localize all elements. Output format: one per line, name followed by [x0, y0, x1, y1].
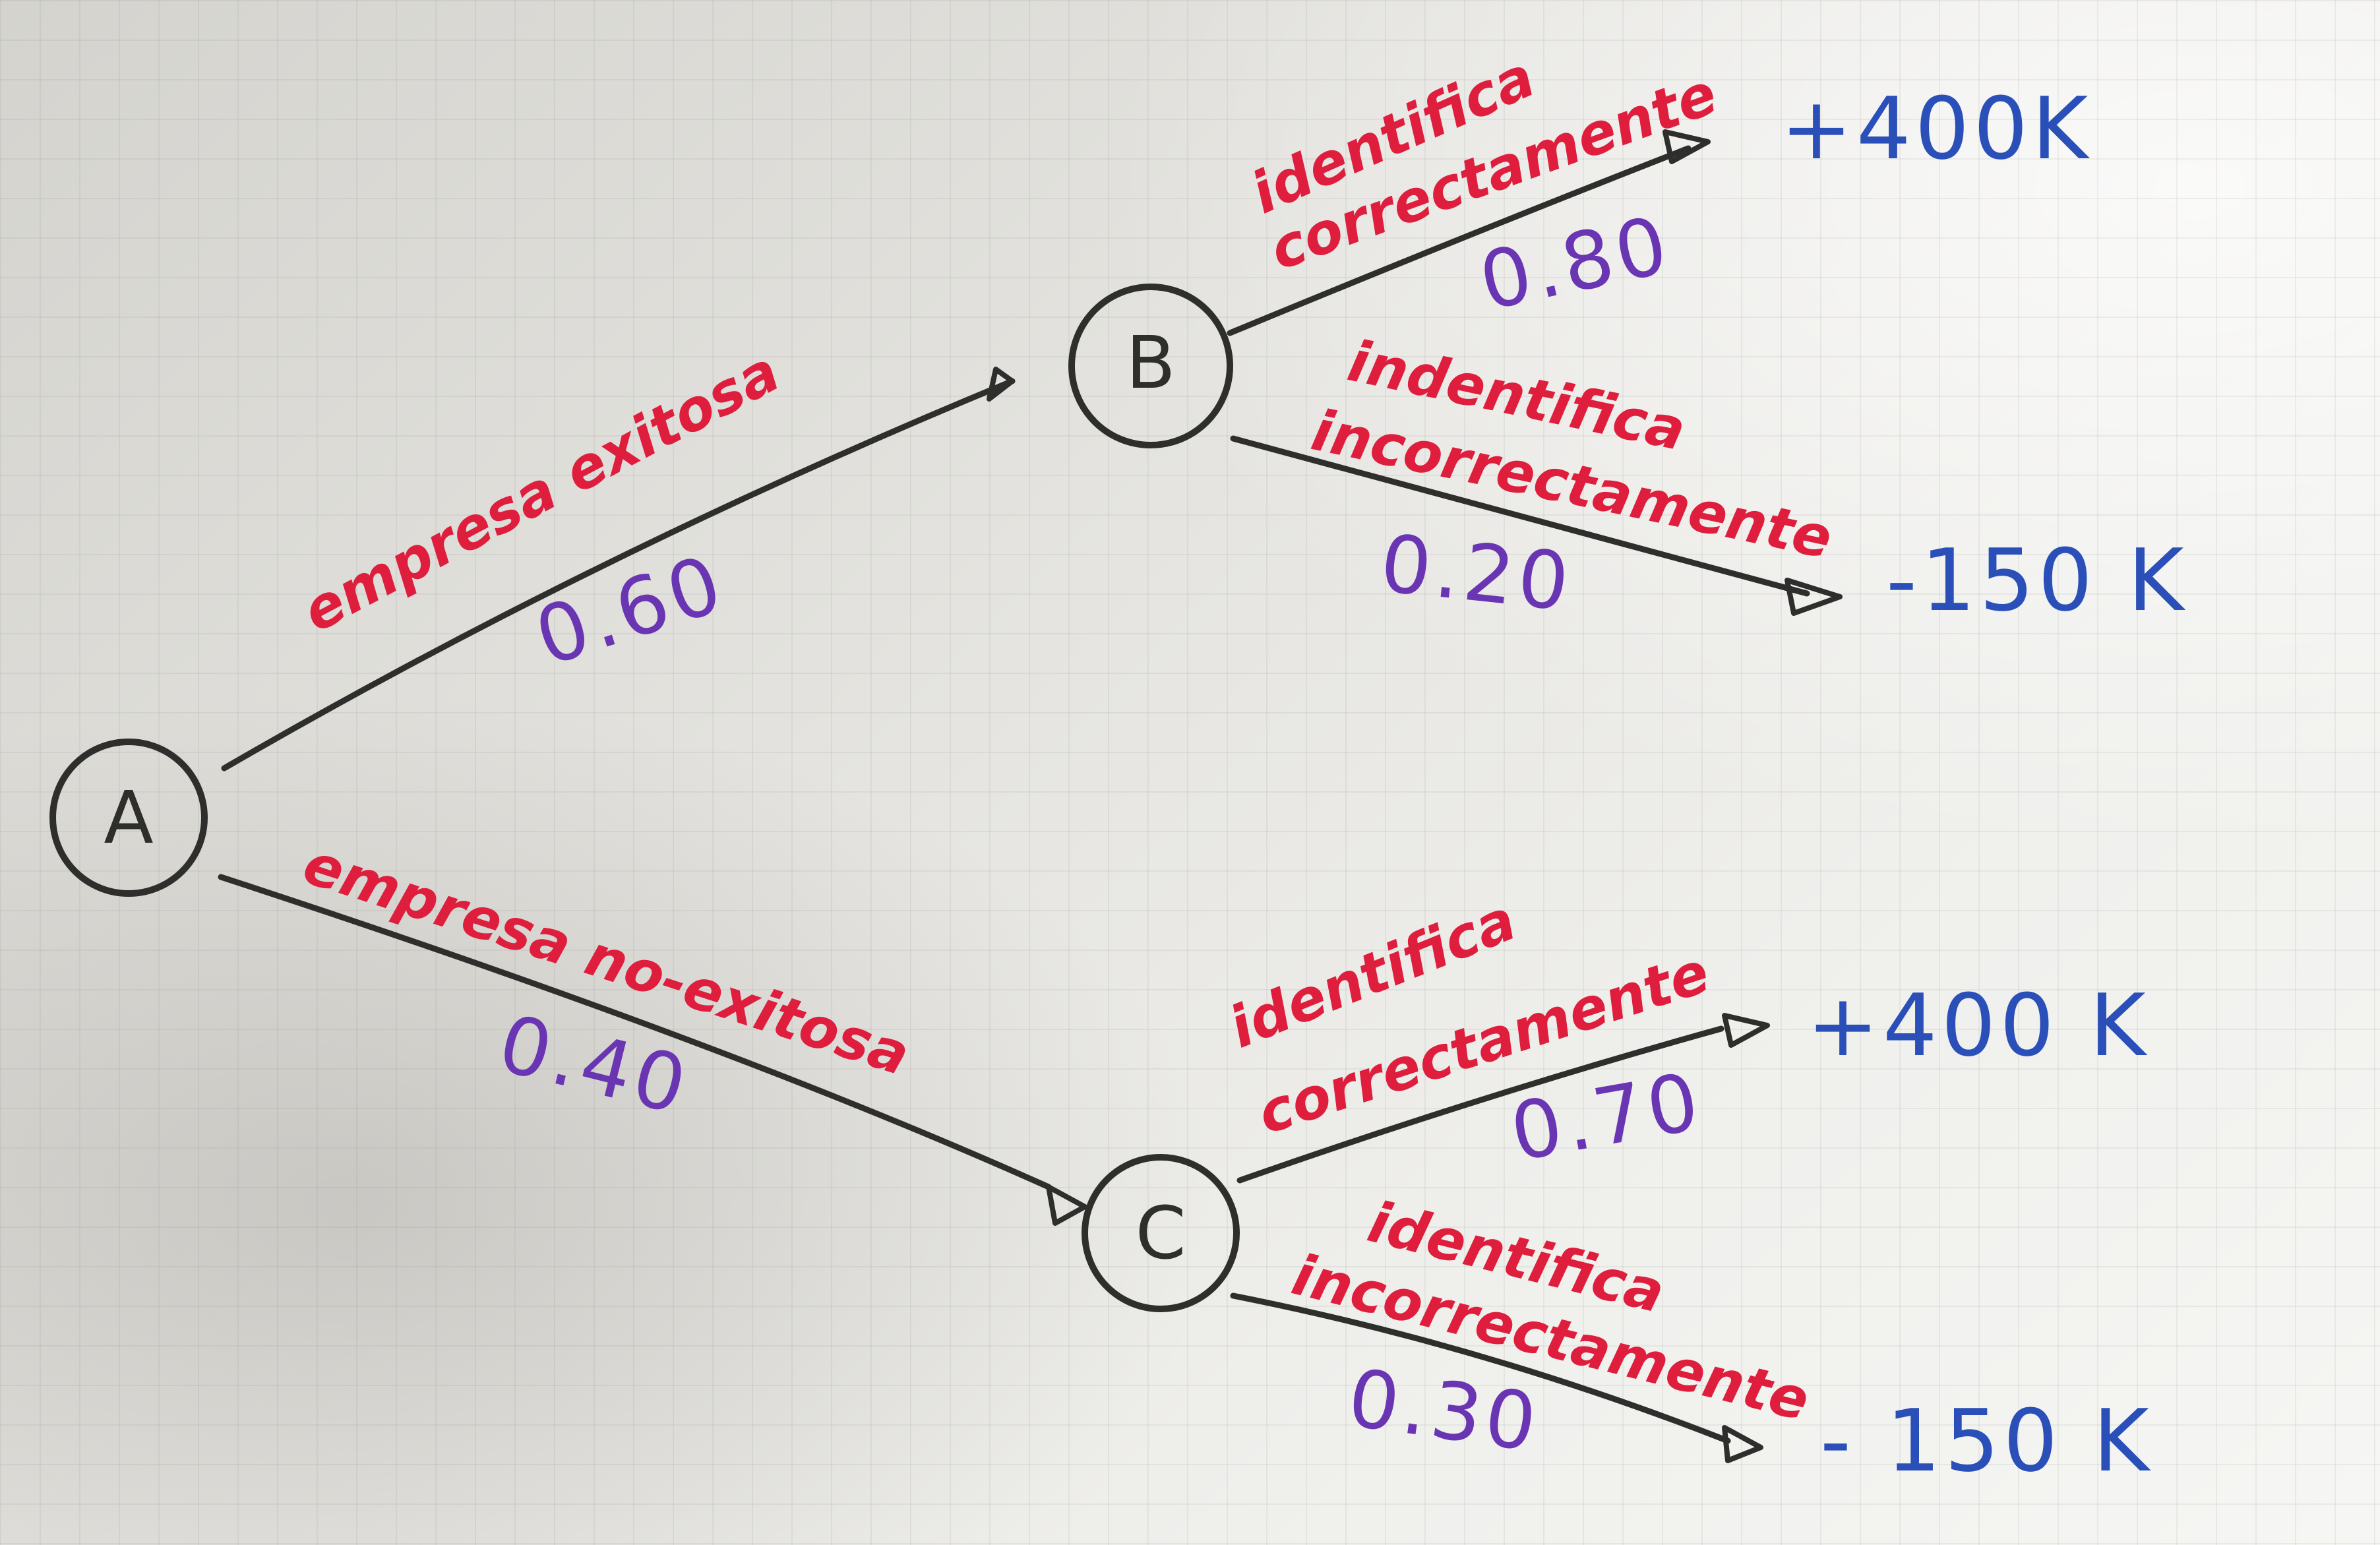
node-c-letter: C [1136, 1191, 1186, 1275]
node-b-letter: B [1126, 320, 1175, 405]
prob-b-bottom: 0.20 [1376, 518, 1577, 630]
edge-b-top [1227, 145, 1692, 336]
arrow-head-b-bottom [1785, 578, 1843, 616]
prob-c-top: 0.70 [1504, 1056, 1709, 1179]
payoff-c-top: +400 K [1807, 975, 2150, 1075]
arrow-head-c-top [1722, 1013, 1770, 1048]
prob-a-b: 0.60 [525, 537, 736, 684]
payoff-c-bottom: - 150 K [1820, 1391, 2153, 1491]
arrow-head-c-bottom [1722, 1425, 1763, 1463]
prob-b-top: 0.80 [1472, 199, 1679, 329]
arrow-head-c [1046, 1184, 1087, 1226]
edge-b-bottom [1230, 435, 1810, 597]
node-c: C [1082, 1154, 1240, 1312]
arrow-head-b-top [1663, 129, 1711, 164]
edge-a-c [218, 874, 1052, 1190]
prob-c-bottom: 0.30 [1343, 1352, 1546, 1470]
prob-a-c: 0.40 [490, 998, 698, 1133]
edge-c-bottom [1230, 1292, 1731, 1444]
payoff-b-top: +400K [1781, 78, 2092, 179]
edge-c-top [1236, 1025, 1724, 1184]
arrow-head-b [987, 367, 1015, 402]
node-b: B [1068, 284, 1233, 448]
payoff-b-bottom: -150 K [1886, 530, 2188, 630]
node-a-letter: A [104, 775, 153, 860]
node-a: A [49, 739, 208, 897]
edge-a-b [221, 378, 1016, 772]
